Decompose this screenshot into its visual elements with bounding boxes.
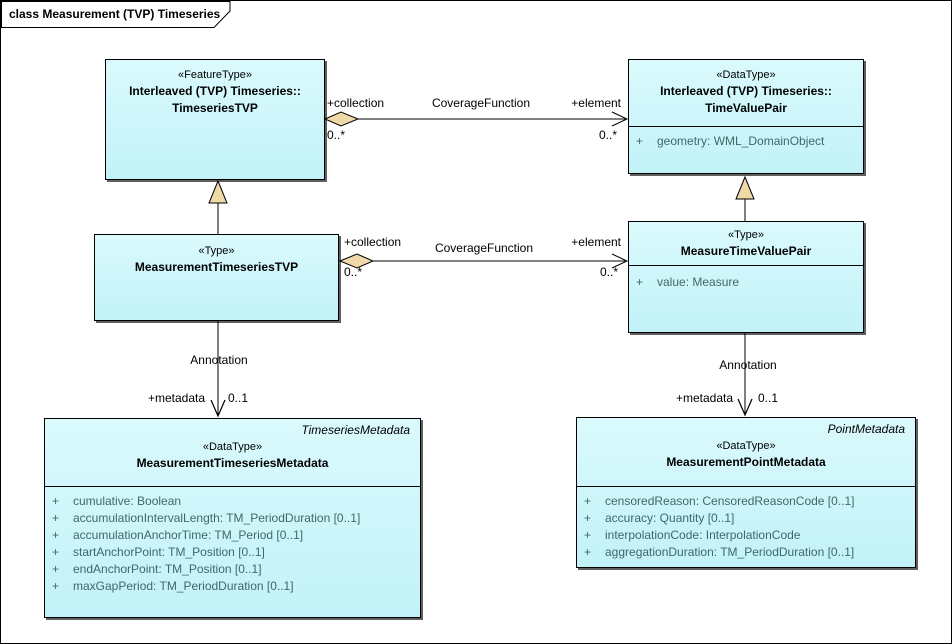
source-multiplicity-label: 0..* [327, 128, 346, 142]
attribute-visibility: + [52, 562, 60, 576]
attribute-visibility: + [52, 579, 60, 593]
attribute-row: + geometry: WML_DomainObject [629, 133, 863, 150]
stereotype-label: «DataType» [716, 69, 776, 81]
attribute-text: endAnchorPoint: TM_Position [0..1] [73, 562, 262, 576]
target-role-label: +element [571, 96, 621, 110]
attribute-text: interpolationCode: InterpolationCode [605, 528, 801, 542]
attribute-text: accumulationAnchorTime: TM_Period [0..1] [73, 528, 304, 542]
class-box-measurement-timeseries-metadata[interactable]: TimeseriesMetadata «DataType» Measuremen… [44, 418, 421, 618]
attribute-text: startAnchorPoint: TM_Position [0..1] [73, 545, 265, 559]
attribute-visibility: + [584, 511, 592, 525]
association-name-label: CoverageFunction [431, 96, 531, 110]
class-box-measurement-timeseries-tvp[interactable]: «Type» MeasurementTimeseriesTVP [94, 234, 339, 321]
attributes-compartment: + cumulative: Boolean + accumulationInte… [45, 486, 420, 595]
association-coverage-function-top[interactable] [323, 111, 629, 127]
attribute-visibility: + [636, 134, 644, 148]
class-name-line2: TimeseriesTVP [172, 101, 258, 115]
attribute-row: + endAnchorPoint: TM_Position [0..1] [45, 561, 420, 578]
attribute-row: + interpolationCode: InterpolationCode [577, 527, 915, 544]
target-multiplicity-label: 0..1 [228, 391, 249, 405]
annotation-name-label: Annotation [719, 358, 777, 372]
classifier-tag-label: PointMetadata [827, 422, 905, 436]
class-name-line1: Interleaved (TVP) Timeseries:: [129, 84, 301, 98]
open-arrowhead-icon [210, 399, 226, 418]
attribute-visibility: + [52, 528, 60, 542]
attributes-compartment: + censoredReason: CensoredReasonCode [0.… [577, 486, 915, 561]
class-box-time-value-pair[interactable]: «DataType» Interleaved (TVP) Timeseries:… [628, 59, 864, 174]
generalization-arrow-icon [208, 179, 228, 204]
stereotype-label: «DataType» [716, 440, 776, 452]
attribute-text: aggregationDuration: TM_PeriodDuration [… [605, 545, 855, 559]
target-multiplicity-label: 0..* [600, 265, 619, 279]
source-multiplicity-label: 0..* [344, 265, 363, 279]
aggregation-diamond-icon [323, 111, 360, 127]
attribute-text: value: Measure [657, 275, 740, 289]
frame-tab-shape-icon [1, 1, 231, 28]
open-arrowhead-icon [611, 111, 629, 127]
attribute-visibility: + [52, 545, 60, 559]
target-multiplicity-label: 0..* [599, 128, 618, 142]
class-box-measurement-point-metadata[interactable]: PointMetadata «DataType» MeasurementPoin… [576, 417, 916, 568]
attributes-compartment: + geometry: WML_DomainObject [629, 126, 863, 150]
attribute-visibility: + [584, 545, 592, 559]
attribute-row: + accumulationAnchorTime: TM_Period [0..… [45, 527, 420, 544]
diagram-frame-tab: class Measurement (TVP) Timeseries [1, 1, 231, 28]
class-name-line1: MeasurementPointMetadata [666, 455, 826, 469]
generalization-arrow-icon [735, 175, 755, 200]
attribute-visibility: + [636, 275, 644, 289]
class-name-line1: MeasurementTimeseriesMetadata [136, 456, 329, 470]
target-role-label: +element [571, 235, 621, 249]
attribute-text: geometry: WML_DomainObject [657, 134, 825, 148]
target-multiplicity-label: 0..1 [758, 391, 779, 405]
generalization-left[interactable] [208, 179, 228, 234]
source-role-label: +collection [344, 235, 402, 249]
class-name-line1: Interleaved (TVP) Timeseries:: [660, 84, 832, 98]
association-coverage-function-bottom[interactable] [338, 253, 629, 269]
attribute-visibility: + [584, 494, 592, 508]
stereotype-label: «FeatureType» [178, 69, 252, 81]
association-name-label: CoverageFunction [434, 241, 534, 255]
annotation-link-left[interactable] [210, 321, 226, 418]
class-name-line1: MeasureTimeValuePair [680, 244, 812, 258]
attribute-row: + cumulative: Boolean [45, 493, 420, 510]
attribute-visibility: + [52, 511, 60, 525]
attribute-text: accuracy: Quantity [0..1] [605, 511, 735, 525]
class-box-measure-time-value-pair[interactable]: «Type» MeasureTimeValuePair + value: Mea… [628, 221, 864, 333]
class-name-line1: MeasurementTimeseriesTVP [134, 260, 299, 274]
attribute-visibility: + [584, 528, 592, 542]
stereotype-label: «Type» [727, 229, 765, 241]
source-role-label: +collection [327, 96, 385, 110]
class-name-line2: TimeValuePair [705, 101, 787, 115]
attribute-text: accumulationIntervalLength: TM_PeriodDur… [73, 511, 361, 525]
target-role-label: +metadata [147, 391, 205, 405]
diagram-title: class Measurement (TVP) Timeseries [9, 7, 221, 21]
stereotype-label: «DataType» [202, 441, 263, 453]
attributes-compartment: + value: Measure [629, 265, 863, 291]
attribute-text: censoredReason: CensoredReasonCode [0..1… [605, 494, 855, 508]
attribute-row: + startAnchorPoint: TM_Position [0..1] [45, 544, 420, 561]
classifier-tag-label: TimeseriesMetadata [301, 423, 410, 437]
attribute-text: cumulative: Boolean [73, 494, 182, 508]
class-box-timeseries-tvp[interactable]: «FeatureType» Interleaved (TVP) Timeseri… [105, 59, 325, 180]
open-arrowhead-icon [737, 398, 753, 417]
attribute-row: + value: Measure [629, 274, 863, 291]
target-role-label: +metadata [675, 391, 733, 405]
generalization-right[interactable] [735, 175, 755, 221]
annotation-name-label: Annotation [190, 353, 248, 367]
attribute-visibility: + [52, 494, 60, 508]
attribute-text: maxGapPeriod: TM_PeriodDuration [0..1] [73, 579, 294, 593]
attribute-row: + accuracy: Quantity [0..1] [577, 510, 915, 527]
stereotype-label: «Type» [198, 245, 235, 257]
attribute-row: + censoredReason: CensoredReasonCode [0.… [577, 493, 915, 510]
annotation-link-right[interactable] [737, 333, 753, 417]
attribute-row: + aggregationDuration: TM_PeriodDuration… [577, 544, 915, 561]
attribute-row: + maxGapPeriod: TM_PeriodDuration [0..1] [45, 578, 420, 595]
attribute-row: + accumulationIntervalLength: TM_PeriodD… [45, 510, 420, 527]
